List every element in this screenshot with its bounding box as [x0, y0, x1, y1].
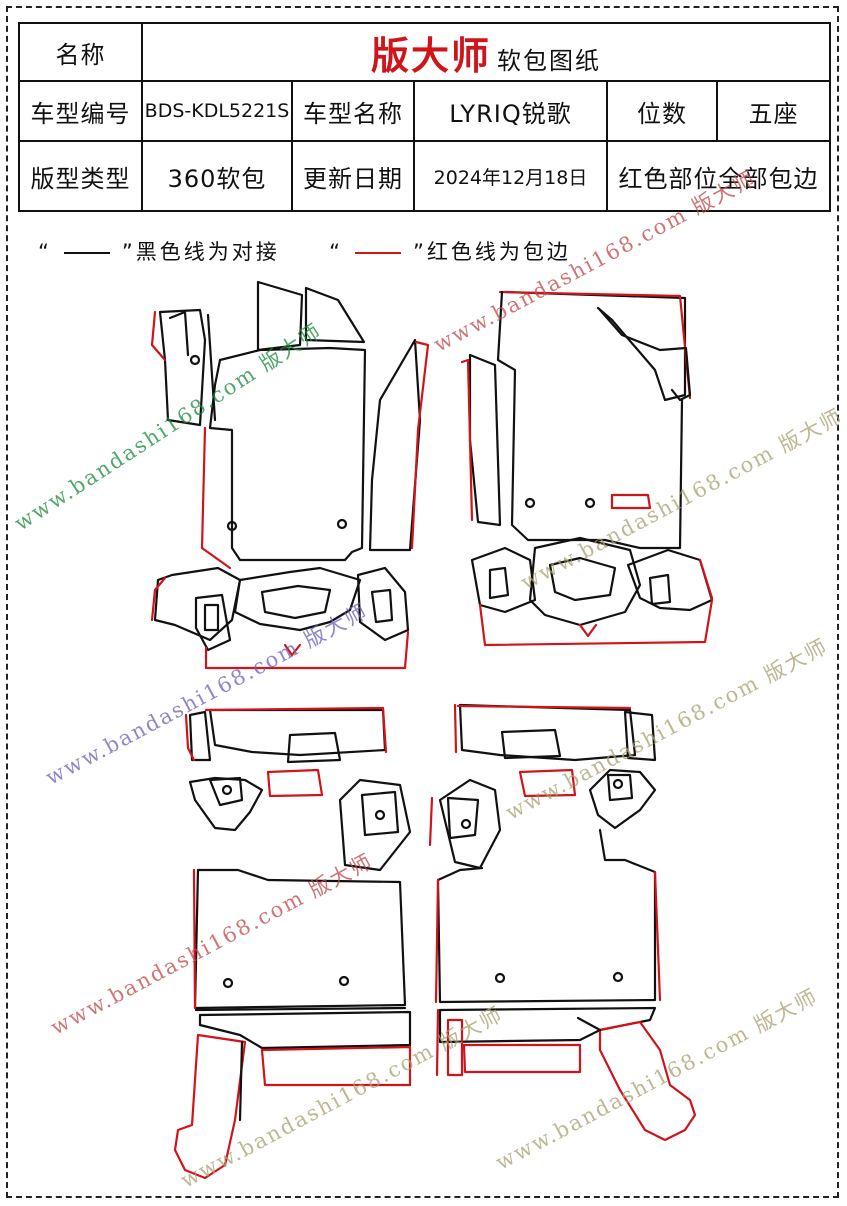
type-value: 360软包 [141, 140, 293, 212]
legend-close-quote-black: ” [121, 240, 136, 264]
page-border [6, 6, 839, 1198]
model-code: BDS-KDL5221S [141, 80, 293, 142]
title-cell: 版大师软包图纸 [140, 22, 832, 82]
front-right-mat [460, 290, 714, 647]
brand-title: 版大师 [371, 32, 492, 78]
type-label: 版型类型 [18, 140, 143, 212]
seats-value: 五座 [715, 80, 832, 142]
legend: “”黑色线为对接 “”红色线为包边 [38, 236, 571, 266]
legend-open-quote-red: “ [329, 240, 344, 264]
binding-note: 红色部位全部包边 [605, 140, 832, 212]
front-left-mat [150, 280, 430, 670]
legend-open-quote-black: “ [38, 240, 52, 264]
info-table: 名称 版大师软包图纸 车型编号 BDS-KDL5221S 车型名称 LYRIQ锐… [18, 22, 832, 212]
rear-left-mat [173, 706, 412, 1180]
update-label: 更新日期 [291, 140, 415, 212]
update-date: 2024年12月18日 [413, 140, 608, 212]
seats-label: 位数 [606, 80, 718, 142]
legend-close-quote-red: ” [413, 240, 427, 264]
rear-right-mat [428, 703, 697, 1142]
subtitle: 软包图纸 [497, 46, 602, 75]
name-label: 名称 [18, 22, 143, 82]
model-name-label: 车型名称 [291, 80, 415, 142]
legend-red-line [355, 252, 402, 254]
legend-black-text: 黑色线为对接 [135, 240, 280, 264]
model-code-label: 车型编号 [18, 80, 143, 142]
legend-black-line [63, 252, 110, 254]
model-name: LYRIQ锐歌 [413, 80, 608, 142]
legend-red-text: 红色线为包边 [426, 240, 571, 264]
